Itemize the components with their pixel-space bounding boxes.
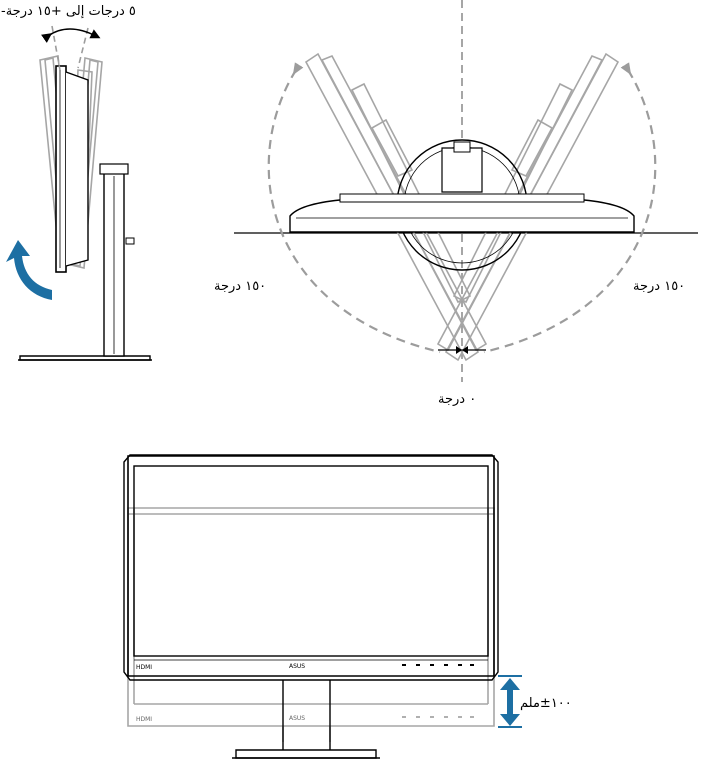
swivel-ghost-left [304,52,488,362]
control-buttons [402,664,474,666]
tilt-monitor-side-view [55,65,89,273]
swivel-ghost-right [436,52,620,362]
swivel-left-label: ١٥٠ درجة [214,279,266,294]
brand-logo: ASUS [289,663,305,670]
monitor-screen [133,465,489,657]
ghost-control-buttons [402,716,474,718]
tilt-diagram: -٥ درجات إلى +١٥ درجة [1,4,152,361]
hdmi-badge: HDMI [136,664,152,671]
height-stand-neck [282,680,331,750]
swivel-monitor-top-view [289,193,635,233]
tilt-direction-arrow-icon [6,240,52,300]
height-monitor-front-view [123,454,499,681]
tilt-range-arc [41,28,101,43]
height-ghost-monitor [127,507,495,742]
tilt-range-label: -٥ درجات إلى +١٥ درجة [1,4,136,19]
height-adjust-label: ١٠٠±ملم [520,696,572,711]
height-diagram: ASUS HDMI ASUS HDMI [123,454,572,759]
swivel-right-arc [483,62,657,354]
height-adjust-arrow-icon [498,675,522,728]
swivel-zero-label: ٠ درجة [438,392,476,407]
tilt-center-line [51,25,61,71]
swivel-left-arc [267,62,441,354]
swivel-right-label: ١٥٠ درجة [633,279,685,294]
height-stand-base [235,749,377,759]
swivel-diagram: ١٥٠ درجة ١٥٠ درجة ٠ درجة [214,0,698,407]
ghost-hdmi-badge: HDMI [136,716,152,723]
ghost-brand-logo: ASUS [289,715,305,722]
